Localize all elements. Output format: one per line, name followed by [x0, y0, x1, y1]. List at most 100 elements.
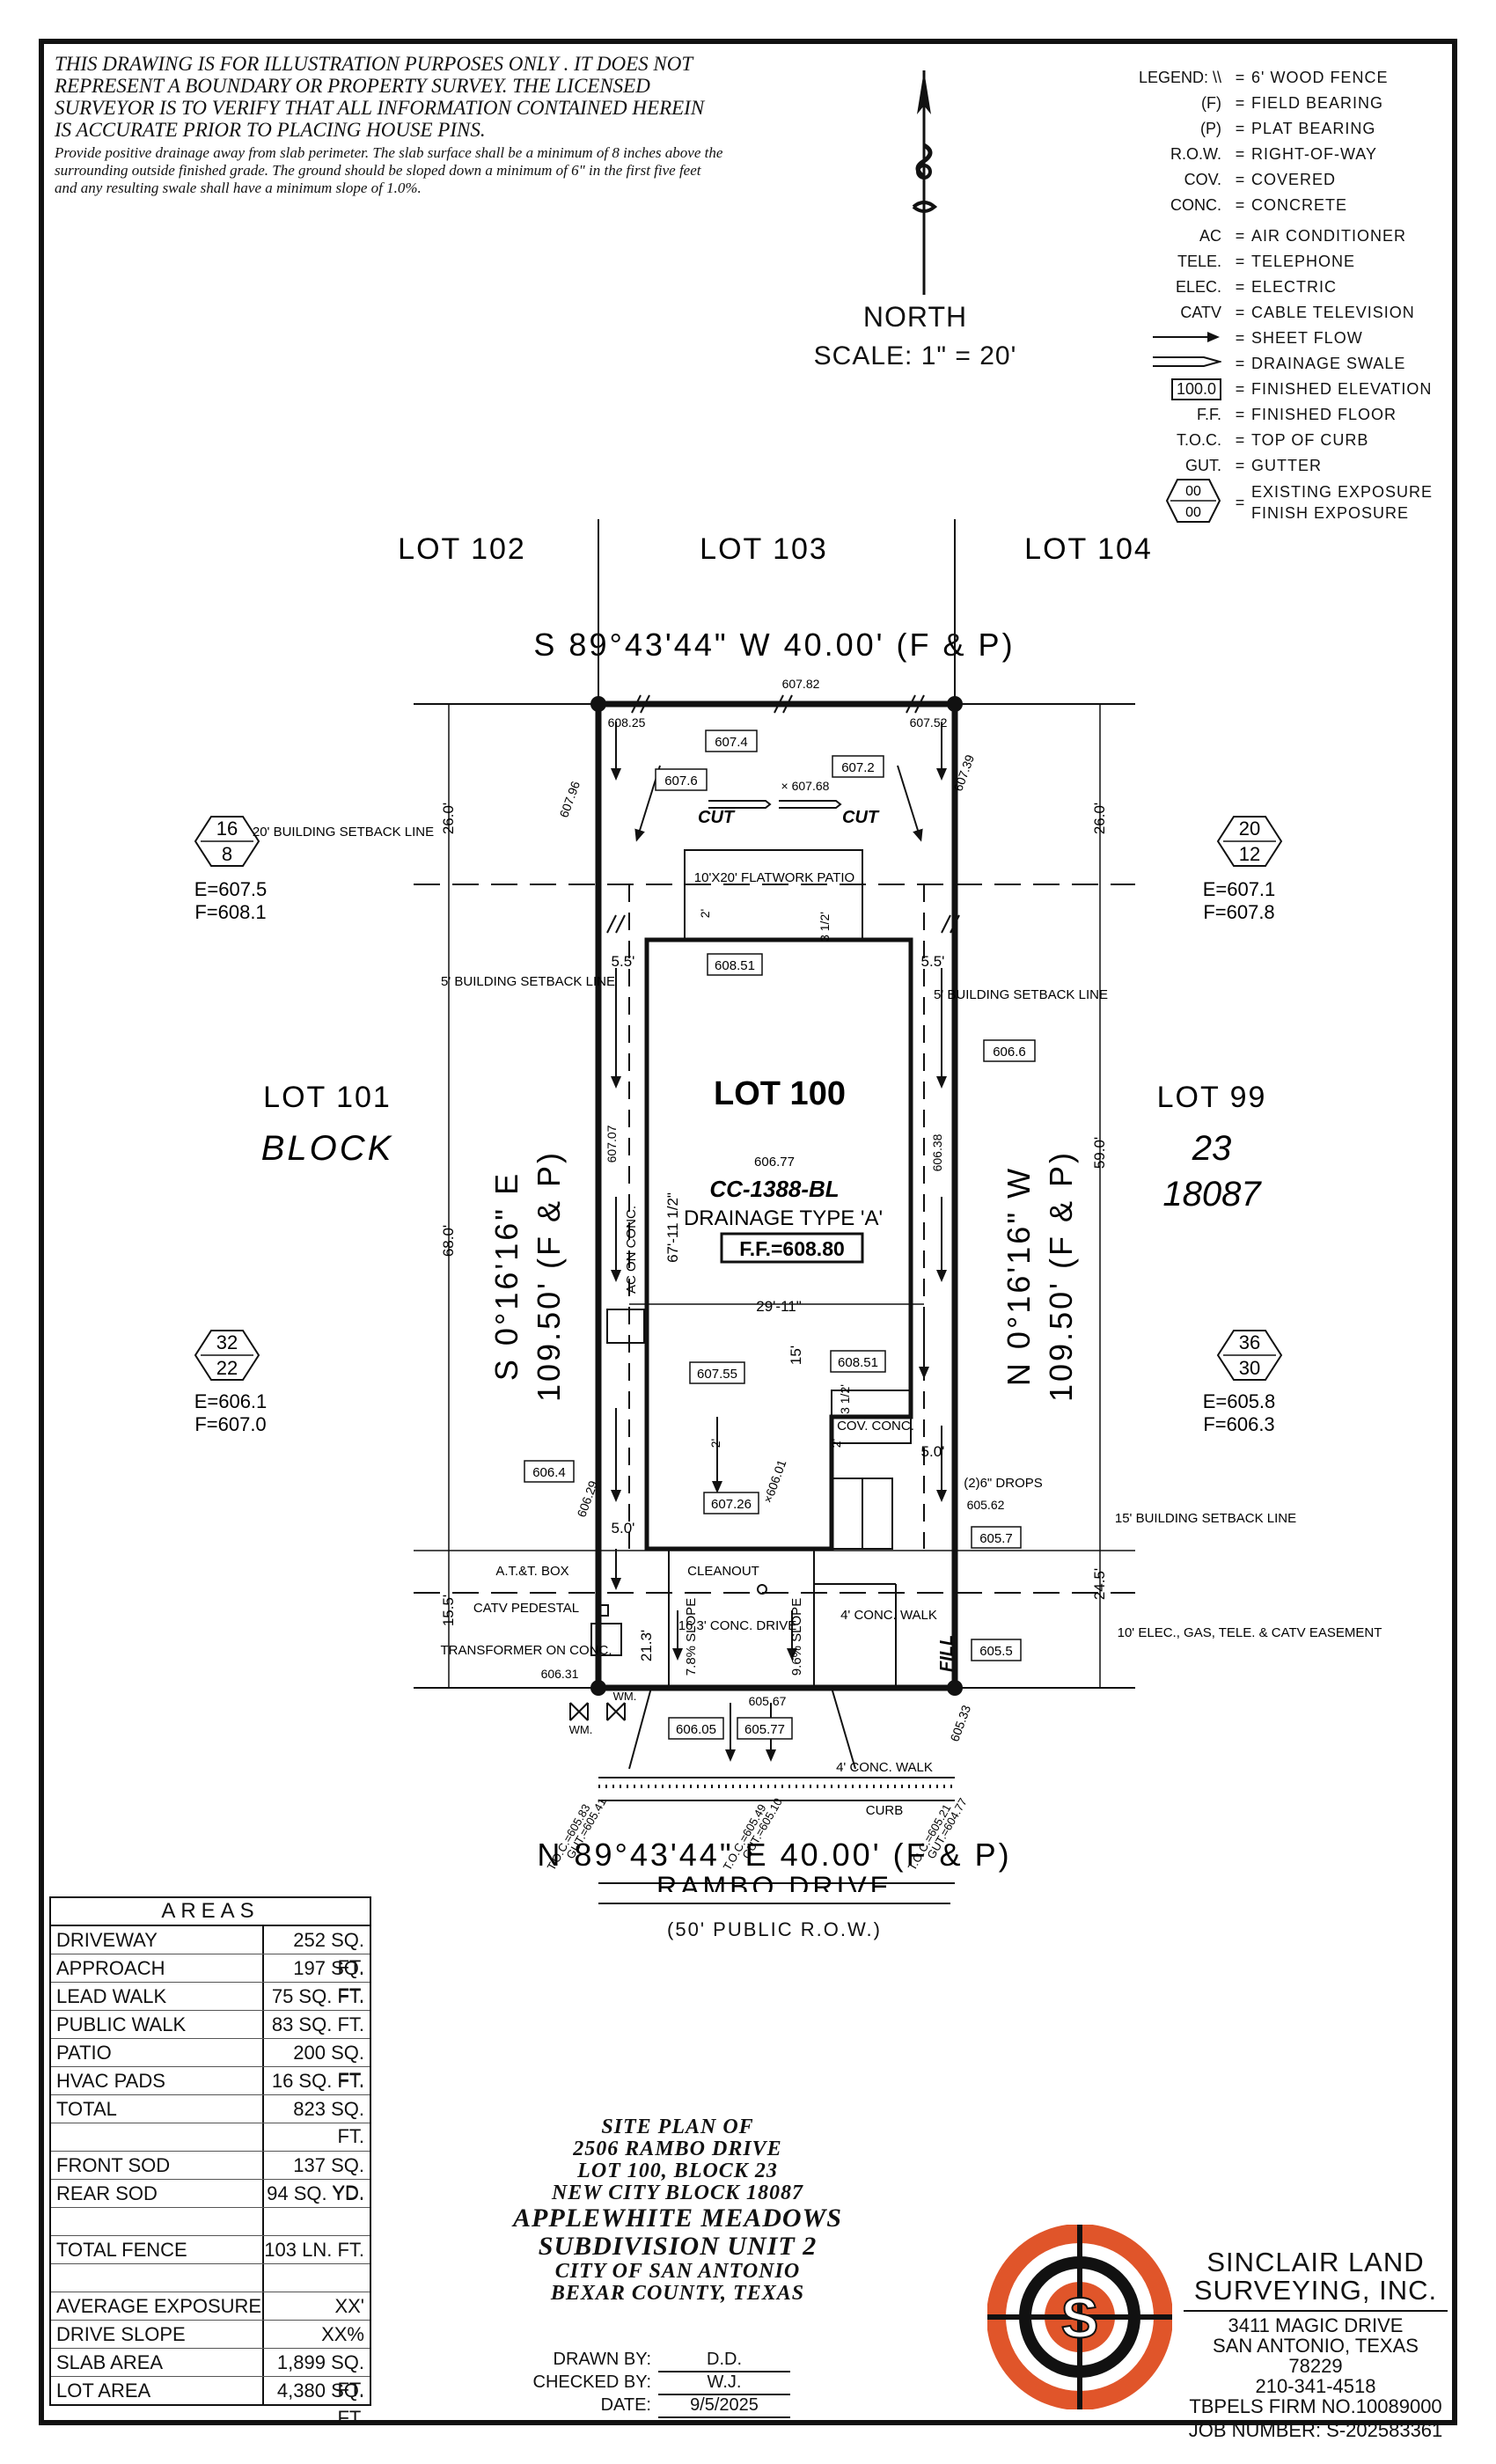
legend-row: COV.=COVERED	[1184, 171, 1337, 188]
firm-name: SINCLAIR LAND	[1206, 2247, 1425, 2277]
plan-code: CC-1388-BL	[709, 1176, 839, 1202]
setback-5-left-note: 5' BUILDING SETBACK LINE	[441, 974, 615, 989]
cut-1: CUT	[698, 808, 736, 827]
svg-text:E=607.5: E=607.5	[194, 878, 268, 900]
north-label: NORTH	[862, 301, 968, 333]
table-row	[51, 2264, 370, 2292]
svg-text:F=608.1: F=608.1	[194, 901, 266, 923]
conc-walk-public-note: 4' CONC. WALK	[836, 1760, 933, 1775]
title-line: NEW CITY BLOCK 18087	[551, 2182, 804, 2204]
dim-26-left: 26.0'	[440, 803, 457, 834]
svg-text:30: 30	[1239, 1357, 1260, 1379]
dim-5-5-left: 5.5'	[612, 953, 635, 970]
drainage-note: Provide positive drainage away from slab…	[55, 144, 723, 196]
legend-row: ELEC.=ELECTRIC	[1175, 278, 1338, 296]
title-line: BEXAR COUNTY, TEXAS	[550, 2282, 805, 2305]
title-block: SITE PLAN OF 2506 RAMBO DRIVE LOT 100, B…	[475, 2116, 880, 2305]
north-arrow-icon	[912, 70, 938, 295]
drawn-by: D.D.	[658, 2350, 790, 2372]
legend-row: AC=AIR CONDITIONER	[1199, 227, 1407, 245]
firm-phone: 210-341-4518	[1255, 2375, 1376, 2397]
cut-2: CUT	[842, 808, 880, 827]
dim-2-b: 2'	[708, 1439, 722, 1448]
elevation-boxes: 607.4 607.6 607.2 608.51 606.6 607.55 60…	[524, 730, 1036, 1740]
svg-text:608.25: 608.25	[608, 715, 646, 730]
exposure-hex-right-bottom: 36 30 E=605.8 F=606.3	[1203, 1330, 1283, 1435]
row-label: (50' PUBLIC R.O.W.)	[667, 1918, 882, 1940]
west-distance: 109.50' (F & P)	[531, 1150, 567, 1402]
legend-row: =SHEET FLOW	[1111, 326, 1454, 351]
svg-text:605.5: 605.5	[979, 1644, 1013, 1659]
svg-text:16: 16	[216, 818, 238, 840]
exposure-bottom: 00	[1185, 505, 1201, 520]
legend-row: T.O.C.=TOP OF CURB	[1176, 431, 1369, 449]
legend-row: 100.0=FINISHED ELEVATION	[1111, 377, 1454, 402]
block-number: 23	[1192, 1129, 1232, 1168]
svg-text:607.96: 607.96	[556, 779, 583, 819]
svg-text:605.62: 605.62	[967, 1498, 1005, 1512]
svg-text:F=606.3: F=606.3	[1203, 1413, 1274, 1435]
svg-text:×606.01: ×606.01	[760, 1457, 789, 1505]
east-bearing: N 0°16'16" W	[1001, 1166, 1037, 1386]
legend-row: (F)=FIELD BEARING	[1201, 94, 1384, 112]
fill-label: FILL	[937, 1635, 957, 1672]
disclaimer-caps: THIS DRAWING IS FOR ILLUSTRATION PURPOSE…	[55, 53, 705, 141]
dim-67-11: 67'-11 1/2"	[664, 1192, 681, 1263]
firm-license: TBPELS FIRM NO.10089000	[1189, 2395, 1442, 2417]
firm-address: 3411 MAGIC DRIVE	[1228, 2314, 1404, 2336]
dim-2-c: 2'	[829, 1439, 843, 1448]
dim-2-a: 2'	[698, 909, 712, 918]
legend-row: GUT.=GUTTER	[1184, 457, 1322, 474]
legend-row: F.F.=FINISHED FLOOR	[1196, 406, 1397, 423]
firm-city: SAN ANTONIO, TEXAS 78229	[1213, 2335, 1419, 2377]
dim-15: 15'	[788, 1346, 804, 1365]
lot-101-label: LOT 101	[263, 1081, 392, 1114]
exposure-top: 00	[1185, 484, 1201, 499]
south-bearing: N 89°43'44" E 40.00' (F & P)	[537, 1837, 1011, 1873]
svg-text:36: 36	[1239, 1331, 1260, 1353]
setback-5-right-note: 5' BUILDING SETBACK LINE	[934, 987, 1108, 1002]
svg-text:22: 22	[216, 1357, 238, 1379]
setback-20-note: 20' BUILDING SETBACK LINE	[253, 825, 434, 840]
firm-name-2: SURVEYING, INC.	[1193, 2275, 1438, 2306]
ncb-number: 18087	[1162, 1175, 1262, 1214]
svg-text:605.7: 605.7	[979, 1531, 1013, 1546]
legend-row: =DRAINAGE SWALE	[1111, 351, 1454, 377]
dim-21-3: 21.3'	[638, 1630, 655, 1661]
slope-7-8-note: 7.8% SLOPE	[684, 1598, 699, 1676]
svg-text:F=607.8: F=607.8	[1203, 901, 1274, 923]
lot-103-label: LOT 103	[700, 532, 828, 566]
dim-24-5: 24.5'	[1091, 1568, 1108, 1600]
setback-15-note: 15' BUILDING SETBACK LINE	[1115, 1511, 1296, 1526]
west-bearing: S 0°16'16" E	[488, 1171, 524, 1381]
lot-102-label: LOT 102	[398, 532, 526, 566]
dim-26-right: 26.0'	[1091, 803, 1108, 834]
legend-row: R.O.W.=RIGHT-OF-WAY	[1170, 145, 1377, 163]
att-box-note: A.T.&T. BOX	[495, 1564, 568, 1579]
slope-9-6-note: 9.6% SLOPE	[789, 1598, 804, 1676]
areas-title: AREAS	[51, 1898, 370, 1926]
svg-text:F=607.0: F=607.0	[194, 1413, 266, 1435]
svg-text:605.67: 605.67	[749, 1694, 787, 1708]
svg-text:8: 8	[222, 843, 232, 865]
drainage-type: DRAINAGE TYPE 'A'	[684, 1206, 883, 1230]
svg-text:E=607.1: E=607.1	[1203, 878, 1276, 900]
legend-row: (P)=PLAT BEARING	[1200, 120, 1376, 137]
title-line: CITY OF SAN ANTONIO	[554, 2260, 801, 2283]
legend-row: LEGEND: \\=6' WOOD FENCE	[1138, 69, 1389, 86]
date-value: 9/5/2025	[658, 2395, 790, 2418]
easement-note: 10' ELEC., GAS, TELE. & CATV EASEMENT	[1118, 1625, 1382, 1640]
signoff: DRAWN BY:D.D. CHECKED BY:W.J. DATE:9/5/2…	[528, 2350, 810, 2418]
svg-text:607.2: 607.2	[841, 760, 875, 775]
svg-text:32: 32	[216, 1331, 238, 1353]
drops-note: (2)6" DROPS	[964, 1476, 1043, 1491]
svg-text:607.55: 607.55	[697, 1367, 737, 1382]
svg-text:20: 20	[1239, 818, 1260, 840]
curb-note: CURB	[866, 1803, 904, 1818]
title-unit: SUBDIVISION UNIT 2	[538, 2232, 818, 2261]
dim-3-5-b: 3 1/2'	[838, 1384, 852, 1414]
drainage-swale-icon	[1153, 356, 1223, 367]
